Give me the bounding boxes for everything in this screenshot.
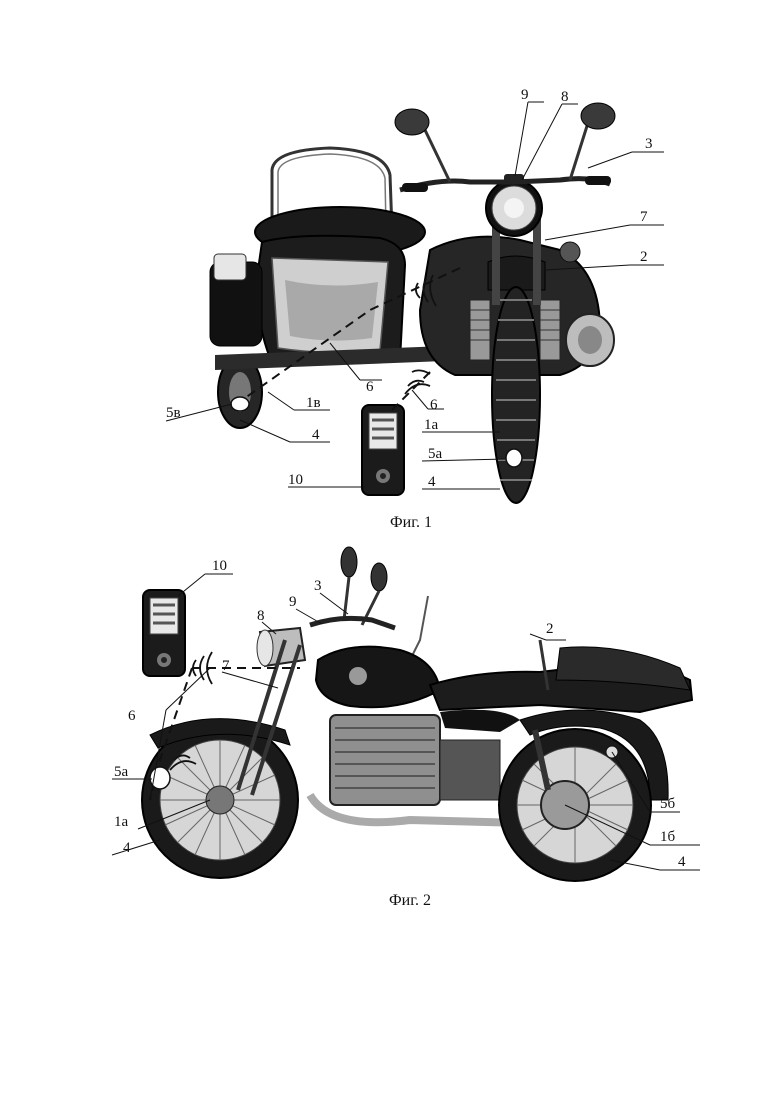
fig2-label-5b: 5б	[660, 796, 676, 812]
fig1-caption: Фиг. 1	[390, 514, 432, 531]
sensor-5v-marker	[231, 397, 249, 411]
fig2-label-3: 3	[314, 578, 322, 594]
remote-control-fig2	[143, 590, 185, 676]
fig1-label-5v: 5в	[166, 405, 181, 421]
fig2-caption: Фиг. 2	[389, 892, 431, 909]
fig2-label-6: 6	[128, 708, 136, 724]
windshield-fig2	[410, 596, 428, 660]
fig2-label-1b: 1б	[660, 829, 676, 845]
fuel-tank	[316, 647, 440, 708]
turn-signal-fig1	[560, 242, 580, 262]
front-wheel-fig1	[492, 287, 540, 503]
sensor-5a-marker-fig1	[506, 449, 522, 467]
fig1-label-9: 9	[521, 87, 529, 103]
fig2-label-7: 7	[222, 658, 230, 674]
fig2-label-8: 8	[257, 608, 265, 624]
fig2-label-10: 10	[212, 558, 227, 574]
fig1-label-10: 10	[288, 472, 303, 488]
figure-2: 10 3 9 8 2 7 6 5а 1а 4 5б 1б 4 Фиг. 2	[112, 547, 700, 909]
remote-control-fig1	[362, 405, 404, 495]
fig1-label-8: 8	[561, 89, 569, 105]
fig1-label-6b: 6	[430, 397, 438, 413]
fig1-label-4a: 4	[312, 427, 320, 443]
fig1-label-1a: 1а	[424, 417, 439, 433]
fig2-label-4a: 4	[123, 840, 131, 856]
fig2-label-9: 9	[289, 594, 297, 610]
sidecar-body	[210, 236, 405, 364]
handlebar-fig2	[310, 618, 395, 628]
fig2-label-1a: 1а	[114, 814, 129, 830]
figure-1: 9 8 3 7 2 6 6 5в 1в 4 1а 5а 10 4 Фиг. 1	[166, 87, 664, 531]
fig1-label-2: 2	[640, 249, 648, 265]
fig1-label-4b: 4	[428, 474, 436, 490]
fig2-label-5a: 5а	[114, 764, 129, 780]
fig2-label-2: 2	[546, 621, 554, 637]
fig1-label-7: 7	[640, 209, 648, 225]
fig1-label-3: 3	[645, 136, 653, 152]
fig1-label-1v: 1в	[306, 395, 321, 411]
fig1-label-6a: 6	[366, 379, 374, 395]
rear-wheel-fig2	[499, 729, 651, 881]
fig1-label-5a: 5а	[428, 446, 443, 462]
fig2-label-4b: 4	[678, 854, 686, 870]
